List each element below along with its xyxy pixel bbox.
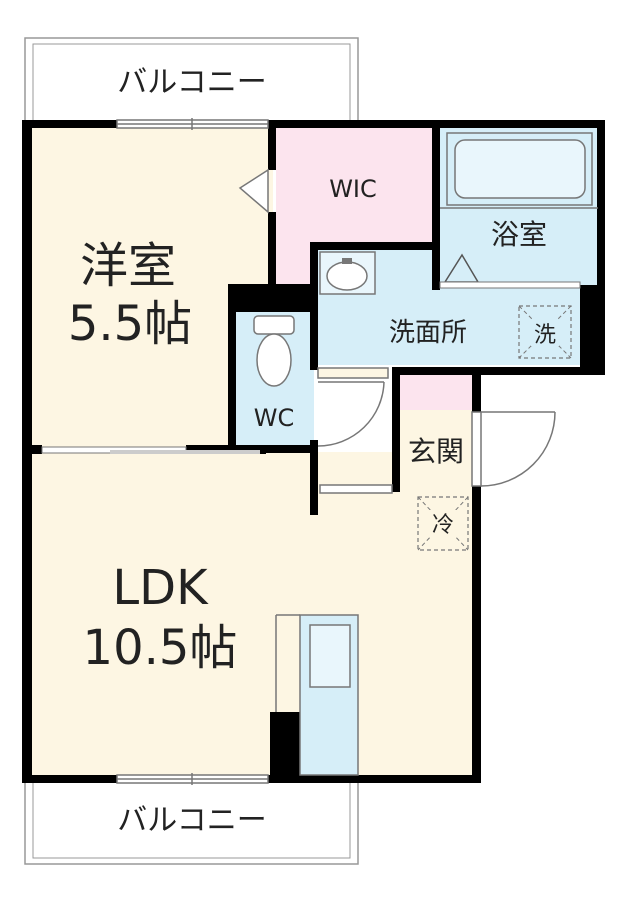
- fridge-label: 冷: [432, 513, 454, 538]
- bath-sliding-door: [439, 281, 581, 289]
- sliding-door: [41, 446, 260, 454]
- toilet-label: WC: [254, 404, 295, 432]
- walls: [22, 120, 605, 783]
- toilet-fixture: [253, 315, 295, 387]
- balcony-top: バルコニー: [24, 37, 359, 123]
- western-room-label: 洋室: [80, 238, 176, 294]
- balcony-bottom: バルコニー: [24, 779, 359, 865]
- kitchen-counter: [275, 614, 359, 776]
- ldk-label: LDK: [112, 560, 209, 616]
- bathtub: [446, 132, 593, 206]
- ldk-floor: [30, 452, 475, 777]
- windows: [116, 118, 269, 785]
- entrance-door: [471, 411, 556, 487]
- bathroom-label: 浴室: [491, 218, 547, 251]
- washer-space: 洗: [518, 305, 572, 359]
- wash-basin: [319, 251, 376, 295]
- balcony-top-label: バルコニー: [117, 65, 266, 100]
- toilet-door: [317, 367, 389, 447]
- wic-door-mark: [238, 168, 269, 214]
- western-room-size: 5.5帖: [68, 296, 192, 352]
- wic-label: WIC: [329, 175, 377, 203]
- washroom-label: 洗面所: [389, 318, 467, 348]
- entrance-step: [400, 372, 472, 410]
- washer-label: 洗: [534, 323, 556, 348]
- ldk-size: 10.5帖: [83, 620, 238, 676]
- fridge-space: 冷: [417, 496, 469, 551]
- corridor-door: [319, 484, 393, 494]
- entrance-label: 玄関: [408, 435, 464, 468]
- balcony-bottom-label: バルコニー: [117, 803, 266, 838]
